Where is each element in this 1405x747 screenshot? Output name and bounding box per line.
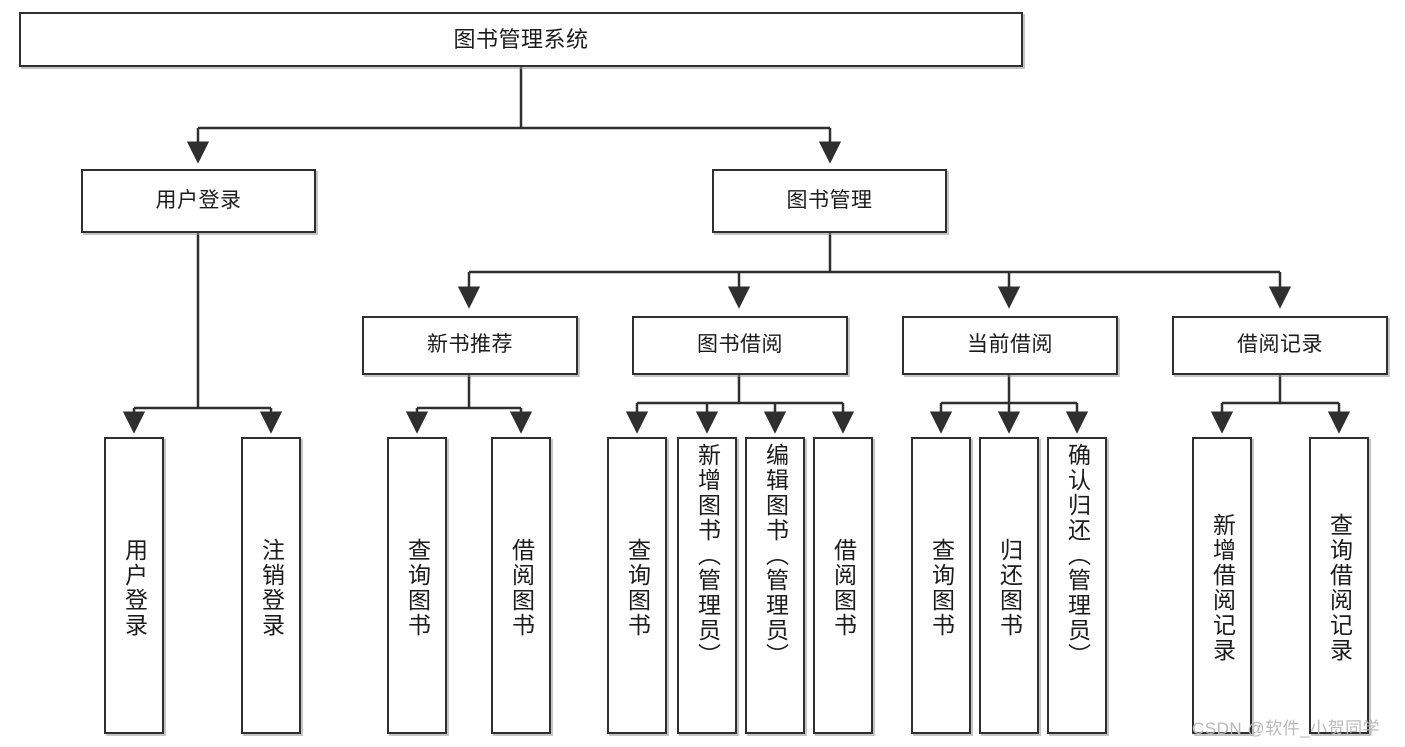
csdn-watermark: CSDN @软件_小贺同学 bbox=[1192, 719, 1381, 738]
node-label: 借阅图书 bbox=[830, 537, 857, 638]
leaf-book-borrow-add[interactable]: 新增图书（管理员） bbox=[677, 437, 737, 734]
node-book-borrow[interactable]: 图书借阅 bbox=[632, 316, 848, 375]
leaf-borrow-record-query[interactable]: 查询借阅记录 bbox=[1309, 437, 1369, 734]
leaf-user-login-signin[interactable]: 用户登录 bbox=[104, 437, 164, 734]
node-label: 查询图书 bbox=[404, 537, 431, 638]
node-root-library-system[interactable]: 图书管理系统 bbox=[19, 12, 1023, 67]
node-label: 注销登录 bbox=[258, 537, 285, 638]
node-user-login[interactable]: 用户登录 bbox=[81, 169, 316, 233]
node-label: 归还图书 bbox=[996, 537, 1023, 638]
node-label: 借阅记录 bbox=[1237, 333, 1323, 357]
node-label: 查询图书 bbox=[624, 537, 651, 638]
node-label: 用户登录 bbox=[155, 188, 242, 212]
node-label: 图书借阅 bbox=[697, 333, 783, 357]
node-current-borrow[interactable]: 当前借阅 bbox=[902, 316, 1118, 375]
node-label: 确认归还（管理员） bbox=[1064, 443, 1091, 668]
node-label: 图书管理系统 bbox=[453, 26, 589, 52]
node-borrow-record[interactable]: 借阅记录 bbox=[1172, 316, 1388, 375]
node-label: 编辑图书（管理员） bbox=[762, 443, 789, 668]
node-book-management[interactable]: 图书管理 bbox=[712, 169, 947, 233]
leaf-book-borrow-edit[interactable]: 编辑图书（管理员） bbox=[745, 437, 805, 734]
leaf-new-book-borrow[interactable]: 借阅图书 bbox=[491, 437, 551, 734]
leaf-borrow-record-add[interactable]: 新增借阅记录 bbox=[1192, 437, 1252, 734]
node-label: 查询借阅记录 bbox=[1326, 512, 1353, 663]
leaf-current-borrow-query[interactable]: 查询图书 bbox=[911, 437, 971, 734]
leaf-new-book-query[interactable]: 查询图书 bbox=[387, 437, 447, 734]
node-label: 新增图书（管理员） bbox=[694, 443, 721, 668]
leaf-book-borrow-lend[interactable]: 借阅图书 bbox=[813, 437, 873, 734]
node-new-book-recommend[interactable]: 新书推荐 bbox=[362, 316, 578, 375]
leaf-user-login-signout[interactable]: 注销登录 bbox=[241, 437, 301, 734]
leaf-current-borrow-confirm-return[interactable]: 确认归还（管理员） bbox=[1047, 437, 1107, 734]
node-label: 新增借阅记录 bbox=[1209, 512, 1236, 663]
leaf-current-borrow-return[interactable]: 归还图书 bbox=[979, 437, 1039, 734]
node-label: 图书管理 bbox=[786, 188, 873, 212]
node-label: 用户登录 bbox=[121, 537, 148, 638]
node-label: 查询图书 bbox=[928, 537, 955, 638]
leaf-book-borrow-query[interactable]: 查询图书 bbox=[607, 437, 667, 734]
node-label: 新书推荐 bbox=[427, 333, 513, 357]
node-label: 借阅图书 bbox=[508, 537, 535, 638]
node-label: 当前借阅 bbox=[967, 333, 1053, 357]
